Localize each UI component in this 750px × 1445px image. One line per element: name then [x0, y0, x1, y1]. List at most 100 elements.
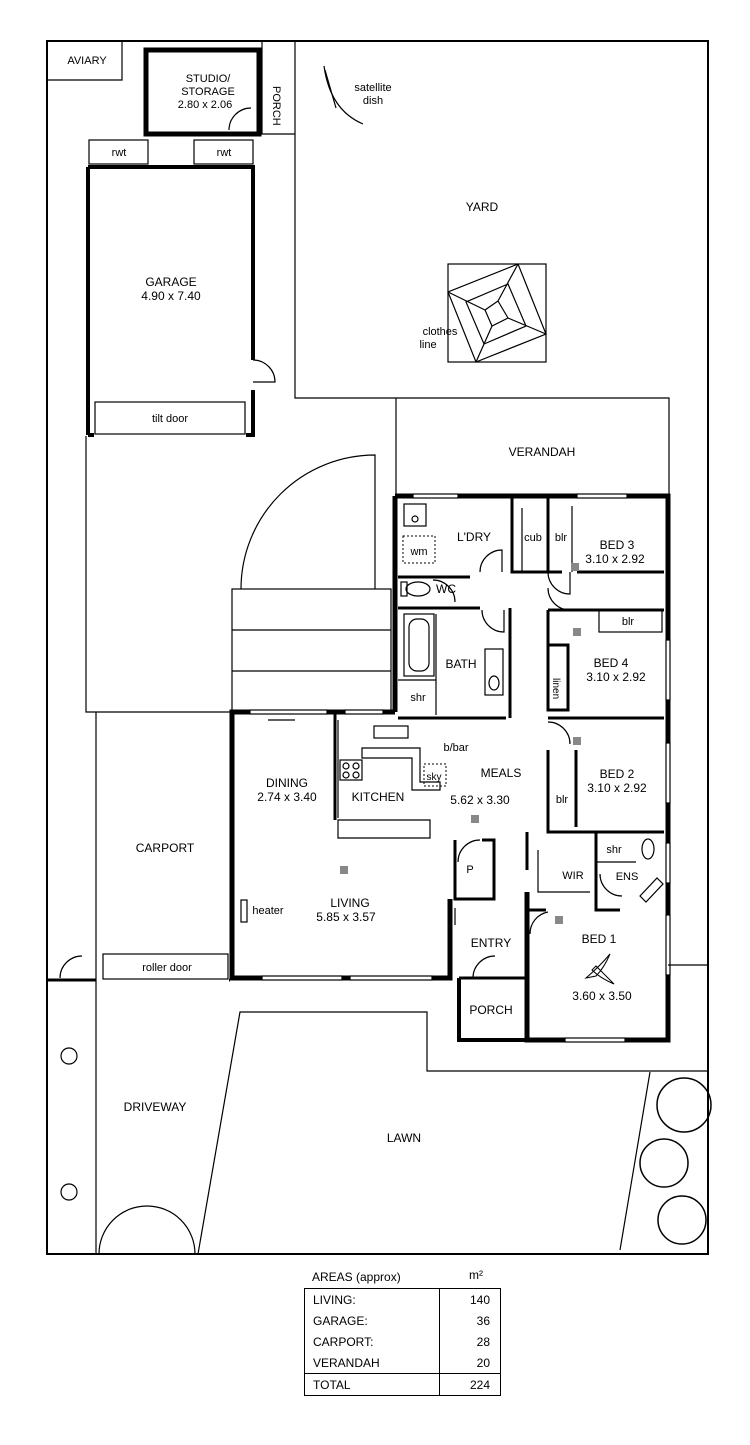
- verandah-outline: [395, 397, 670, 495]
- garage-label: GARAGE: [145, 275, 196, 289]
- shr-ens-label: shr: [606, 844, 622, 856]
- blr-bed3-label: blr: [555, 532, 568, 544]
- bath-label: BATH: [445, 657, 476, 671]
- wir-rail: [537, 850, 590, 893]
- verandah-label: VERANDAH: [509, 445, 576, 459]
- areas-row-garage: GARAGE: 36: [305, 1310, 500, 1331]
- yard-fence: [294, 41, 396, 399]
- area-name: VERANDAH: [305, 1352, 440, 1373]
- roller-door: [102, 953, 229, 980]
- lawn-label: LAWN: [387, 1131, 421, 1145]
- ens-label: ENS: [616, 871, 639, 883]
- areas-grid: LIVING: 140 GARAGE: 36 CARPORT: 28 VERAN…: [304, 1288, 501, 1396]
- bed2-door: [547, 721, 571, 745]
- front-gates: [98, 1205, 196, 1255]
- carport-label: CARPORT: [136, 841, 195, 855]
- area-name: LIVING:: [305, 1289, 440, 1310]
- bed1-label: BED 1: [582, 932, 617, 946]
- area-value: 140: [469, 1292, 490, 1307]
- garden-light-icon: [60, 1047, 78, 1201]
- bed2-size: 3.10 x 2.92: [587, 781, 647, 795]
- areas-unit: m²: [469, 1268, 483, 1282]
- entry-door: [472, 955, 496, 979]
- ens-vanity: [639, 877, 664, 903]
- areas-header: AREAS (approx) m²: [304, 1266, 501, 1288]
- satellite-label-2: dish: [363, 95, 383, 107]
- bed4-label: BED 4: [594, 656, 629, 670]
- bed4-size: 3.10 x 2.92: [586, 670, 646, 684]
- bed3-label: BED 3: [600, 538, 635, 552]
- lawn-outline: [197, 1011, 708, 1255]
- meals-light: [471, 815, 479, 823]
- clothes-line-label-2: line: [419, 339, 436, 351]
- floor-plan: AVIARY STUDIO/ STORAGE 2.80 x 2.06 PORCH…: [46, 40, 712, 1255]
- living-size: 5.85 x 3.57: [316, 910, 376, 924]
- toilet-cistern: [400, 581, 408, 597]
- laundry-label: L'DRY: [457, 530, 491, 544]
- area-name: GARAGE:: [305, 1310, 440, 1331]
- kitchen-label: KITCHEN: [352, 790, 405, 804]
- bed4-door: [547, 587, 571, 611]
- burner-2: [352, 762, 360, 770]
- bath-door: [481, 609, 505, 633]
- satellite-dish-icon: [323, 65, 364, 125]
- laundry-tub: [403, 503, 427, 527]
- toilet-icon: [405, 581, 431, 597]
- roller-door-label: roller door: [142, 962, 192, 974]
- areas-row-living: LIVING: 140: [305, 1289, 500, 1310]
- site-boundary: [46, 40, 709, 1255]
- bed1-light: [555, 916, 563, 924]
- windows: [249, 493, 671, 1043]
- wc-door: [432, 579, 456, 603]
- rwt-left-label: rwt: [112, 147, 127, 159]
- satellite-dish-mast: [324, 69, 337, 109]
- burner-4: [352, 771, 360, 779]
- area-total-name: TOTAL: [305, 1374, 440, 1395]
- meals-size: 5.62 x 3.30: [450, 793, 510, 807]
- garage-wall: [86, 165, 255, 437]
- living-label: LIVING: [330, 896, 369, 910]
- clothes-line-icon: [447, 263, 547, 363]
- bed2-label: BED 2: [600, 767, 635, 781]
- kitchen-island: [361, 747, 441, 791]
- studio-label-2: STORAGE: [181, 86, 235, 98]
- dining-size: 2.74 x 3.40: [257, 790, 317, 804]
- aviary-label: AVIARY: [67, 55, 107, 67]
- area-name: CARPORT:: [305, 1331, 440, 1352]
- interior-walls: [333, 498, 664, 912]
- vanity: [484, 648, 504, 696]
- areas-row-verandah: VERANDAH 20: [305, 1352, 500, 1373]
- tilt-door-label: tilt door: [152, 413, 188, 425]
- basin: [488, 675, 500, 691]
- meals-label: MEALS: [481, 766, 522, 780]
- side-passage: [85, 436, 232, 713]
- area-value: 28: [476, 1334, 490, 1349]
- side-gate: [59, 955, 83, 979]
- garage-door-swing: [252, 359, 276, 383]
- tree-icon: [639, 1077, 712, 1245]
- bed3-size: 3.10 x 2.92: [585, 552, 645, 566]
- bathtub: [403, 613, 435, 677]
- cub-label: cub: [524, 532, 542, 544]
- living-light: [340, 866, 348, 874]
- areas-row-total: TOTAL 224: [305, 1373, 500, 1395]
- satellite-label: satellite: [354, 82, 391, 94]
- ens-door: [599, 873, 623, 897]
- sky-label: sky: [427, 772, 442, 783]
- linen-label: linen: [550, 678, 561, 699]
- area-value: 36: [476, 1313, 490, 1328]
- rwt-right-label: rwt: [217, 147, 232, 159]
- ceiling-fan-icon: [584, 953, 615, 985]
- blr-bed4: [598, 609, 663, 633]
- awning: [231, 454, 392, 714]
- entry-label: ENTRY: [471, 936, 511, 950]
- bed3-light: [571, 563, 579, 571]
- bathtub-inner: [408, 618, 430, 672]
- burner-3: [342, 771, 350, 779]
- studio-wall: [143, 47, 262, 137]
- driveway-label: DRIVEWAY: [124, 1100, 187, 1114]
- aviary-outline: [47, 41, 123, 81]
- porch-top-outline: [261, 41, 295, 135]
- garage-size: 4.90 x 7.40: [141, 289, 201, 303]
- wc-label: WC: [436, 582, 456, 596]
